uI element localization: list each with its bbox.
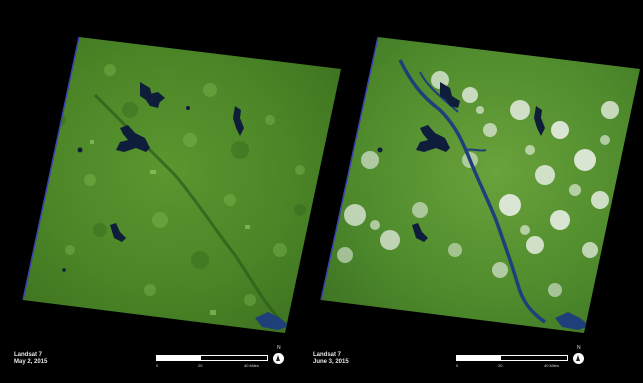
- scale-tick: 0: [156, 363, 159, 368]
- scale-bar-may: 0 20 40 Miles: [156, 355, 268, 375]
- caption-may: Landsat 7 May 2, 2015: [14, 352, 47, 366]
- scale-tick: 40 Miles: [544, 363, 559, 368]
- scale-bar-segment: [157, 356, 201, 360]
- date-label: June 3, 2015: [313, 359, 349, 365]
- satellite-scene-june: [320, 36, 640, 333]
- compass-icon: [573, 353, 584, 364]
- sensor-label: Landsat 7: [313, 352, 342, 358]
- scale-tick: 40 Miles: [244, 363, 259, 368]
- scale-bar-frame: [456, 355, 568, 361]
- north-arrow-may: N: [273, 345, 285, 367]
- scale-bar-segment: [457, 356, 501, 360]
- scale-tick: 0: [456, 363, 459, 368]
- sensor-label: Landsat 7: [14, 352, 43, 358]
- scale-tick: 20: [198, 363, 203, 368]
- scale-tick: 20: [498, 363, 503, 368]
- north-letter: N: [577, 345, 581, 351]
- caption-june: Landsat 7 June 3, 2015: [313, 352, 349, 366]
- scale-bar-june: 0 20 40 Miles: [456, 355, 568, 375]
- north-letter: N: [277, 345, 281, 351]
- compass-icon: [273, 353, 284, 364]
- north-arrow-june: N: [573, 345, 585, 367]
- satellite-scene-may: [22, 36, 341, 333]
- date-label: May 2, 2015: [14, 359, 48, 365]
- scale-bar-frame: [156, 355, 268, 361]
